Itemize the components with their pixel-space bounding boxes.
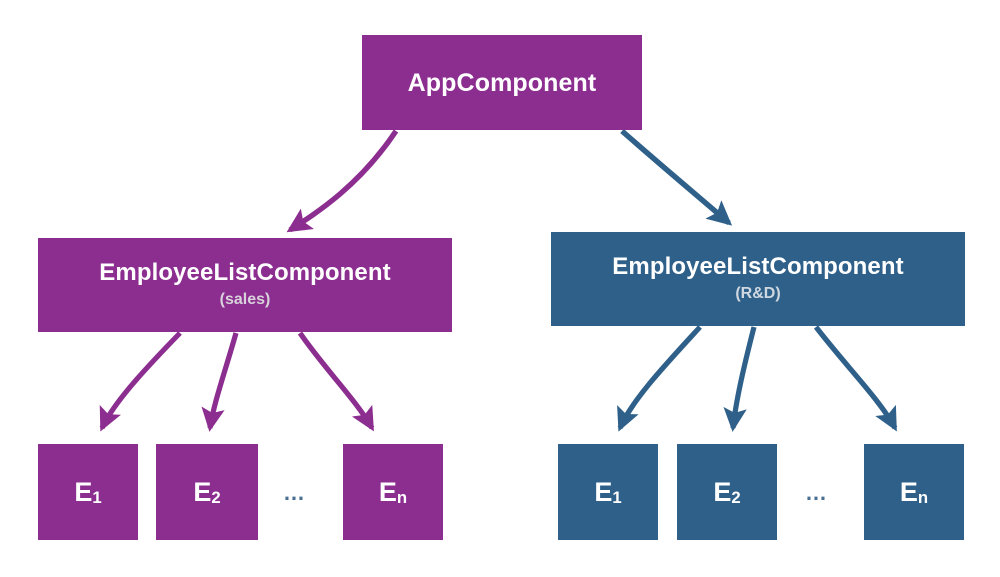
employee-index: 1 [612,488,622,508]
node-employee-rnd-n-label: En [899,476,929,508]
employee-base: E [193,476,212,507]
edge-rnd-to-leaf-1 [617,325,702,432]
employee-base: E [899,476,918,507]
node-app-component[interactable]: AppComponent [362,35,642,130]
node-app-component-label: AppComponent [407,68,597,97]
edge-sales-to-leaf-2 [201,332,239,432]
employee-index: 2 [211,488,221,508]
node-employee-sales-2-label: E2 [193,476,221,508]
employee-index: n [396,488,408,508]
node-employee-list-sales[interactable]: EmployeeListComponent (sales) [38,238,452,332]
node-employee-rnd-2-label: E2 [713,476,741,508]
employee-index: n [917,488,929,508]
employee-base: E [378,476,397,507]
employee-base: E [74,476,93,507]
edge-rnd-to-leaf-3 [813,325,898,432]
employee-base: E [713,476,732,507]
node-employee-sales-n-label: En [378,476,408,508]
node-employee-sales-2[interactable]: E2 [156,444,258,540]
node-employee-rnd-n[interactable]: En [864,444,964,540]
ellipsis-sales: … [283,480,307,505]
employee-index: 1 [92,488,102,508]
node-employee-rnd-1[interactable]: E1 [558,444,658,540]
node-employee-sales-1-label: E1 [74,476,102,508]
employee-index: 2 [731,488,741,508]
node-employee-list-rnd-subtitle: (R&D) [735,285,781,303]
edge-app-to-sales [286,129,399,233]
employee-base: E [594,476,613,507]
node-employee-rnd-1-label: E1 [594,476,622,508]
ellipsis-rnd: … [805,480,829,505]
node-employee-list-sales-label: EmployeeListComponent [99,259,391,287]
edge-rnd-to-leaf-2 [723,326,757,432]
node-employee-rnd-2[interactable]: E2 [677,444,777,540]
node-employee-list-sales-subtitle: (sales) [219,291,271,309]
node-employee-sales-1[interactable]: E1 [38,444,138,540]
edge-sales-to-leaf-1 [99,331,182,432]
node-employee-sales-n[interactable]: En [343,444,443,540]
node-employee-list-rnd[interactable]: EmployeeListComponent (R&D) [551,232,965,326]
node-employee-list-rnd-label: EmployeeListComponent [612,253,904,281]
edge-sales-to-leaf-3 [297,331,375,432]
edge-app-to-rnd [620,128,733,226]
